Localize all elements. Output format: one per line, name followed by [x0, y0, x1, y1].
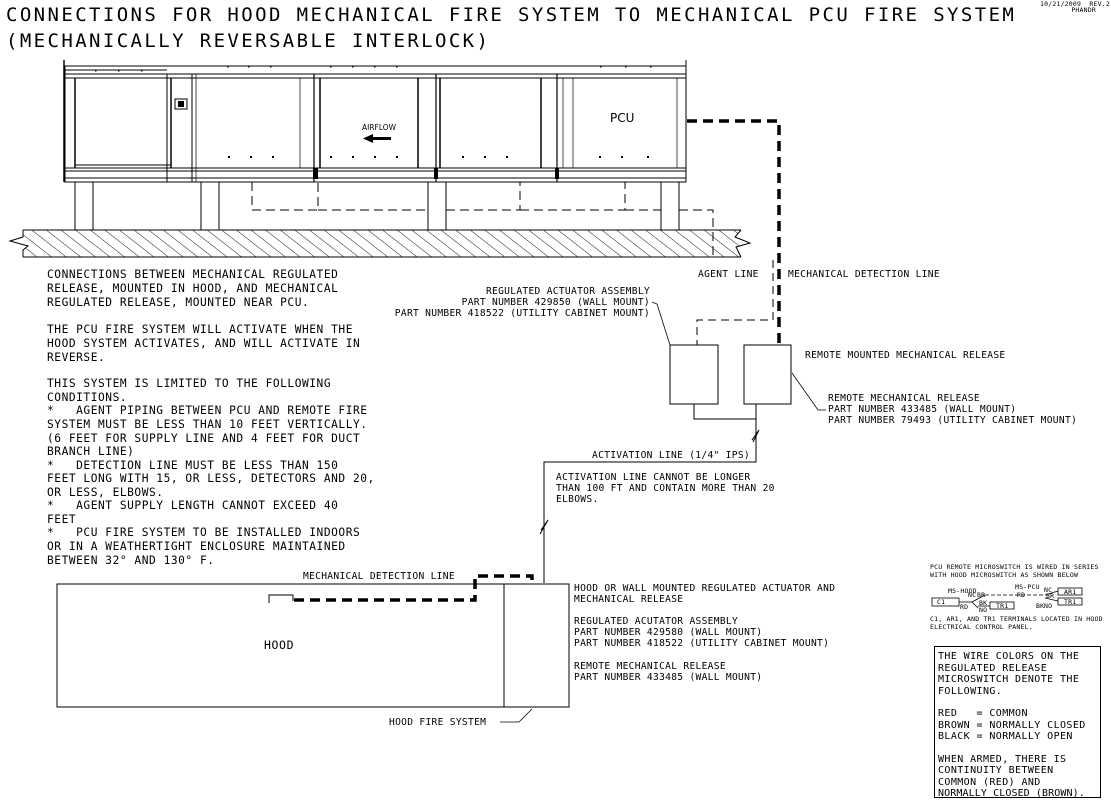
note-line: * AGENT PIPING BETWEEN PCU AND REMOTE FI…	[47, 404, 368, 417]
agent-piping-under-unit	[251, 182, 714, 260]
mechanical-detection-line-hood	[294, 574, 534, 602]
bk-left-label: BK	[979, 599, 988, 607]
callout-line: PART NUMBER 418522 (UTILITY CABINET MOUN…	[394, 308, 650, 319]
hood-fire-system-label: HOOD FIRE SYSTEM	[389, 717, 487, 728]
note-line: * DETECTION LINE MUST BE LESS THAN 150	[47, 459, 339, 472]
callout-line: MECHANICAL RELEASE	[574, 594, 684, 605]
callout-line: REGULATED ACTUATOR ASSEMBLY	[485, 286, 650, 297]
unit-rivets	[95, 66, 652, 158]
airflow-label: AIRFLOW	[362, 123, 397, 132]
wiring-diagram	[931, 587, 1083, 610]
revision-date: 10/21/2009 REV.2	[1040, 0, 1110, 8]
note-line: ACTIVATION LINE CANNOT BE LONGER	[556, 472, 751, 483]
mechanical-detection-line-pcu	[687, 119, 781, 345]
remote-mounted-release-label: REMOTE MOUNTED MECHANICAL RELEASE	[805, 350, 1006, 361]
regulated-actuator-assembly-box	[669, 344, 719, 405]
leader-lines	[500, 301, 826, 723]
callout-line: REMOTE MECHANICAL RELEASE	[828, 393, 980, 404]
access-panel-label-icon	[174, 98, 188, 110]
ms-pcu-label: MS-PCU	[1015, 583, 1040, 591]
note-line: BETWEEN 32° AND 130° F.	[47, 554, 215, 567]
wire-colors-box: THE WIRE COLORS ON THE REGULATED RELEASE…	[934, 646, 1101, 799]
callout-line: PART NUMBER 79493 (UTILITY CABINET MOUNT…	[828, 415, 1078, 426]
hood-detector	[268, 594, 294, 603]
hood-outline	[56, 583, 570, 708]
wiring-footer-line: ELECTRICAL CONTROL PANEL.	[930, 623, 1033, 631]
note-line: FEET LONG WITH 15, OR LESS, DETECTORS AN…	[47, 472, 375, 485]
mechanical-detection-line-label: MECHANICAL DETECTION LINE	[788, 269, 940, 280]
wire-colors-line: FOLLOWING.	[938, 685, 1003, 697]
wiring-intro-line: WITH HOOD MICROSWITCH AS SHOWN BELOW	[930, 571, 1079, 579]
activation-line-label: ACTIVATION LINE (1/4" IPS)	[592, 450, 750, 461]
unit-supports	[74, 182, 680, 230]
wire-color-black: BLACK = NORMALLY OPEN	[938, 731, 1073, 742]
remote-mechanical-release-box	[743, 344, 792, 405]
wiring-intro-line: PCU REMOTE MICROSWITCH IS WIRED IN SERIE…	[930, 563, 1099, 571]
wire-colors-line: THE WIRE COLORS ON THE	[938, 651, 1080, 662]
wire-colors-line: REGULATED RELEASE	[938, 662, 1048, 674]
note-line: HOOD SYSTEM ACTIVATES, AND WILL ACTIVATE…	[47, 337, 361, 350]
tr1-terminal-left: TR1	[996, 602, 1009, 610]
armed-line: COMMON (RED) AND	[938, 776, 1041, 788]
activation-line	[539, 404, 760, 583]
rd-left-label: RD	[960, 603, 969, 611]
note-line: FEET	[47, 513, 77, 526]
agent-line-label: AGENT LINE	[698, 269, 759, 280]
note-line: * AGENT SUPPLY LENGTH CANNOT EXCEED 40	[47, 499, 339, 512]
note-line: * PCU FIRE SYSTEM TO BE INSTALLED INDOOR…	[47, 526, 361, 539]
note-line: CONDITIONS.	[47, 391, 128, 404]
no-left-label: NO	[979, 606, 988, 614]
airflow-arrow-icon	[363, 134, 391, 143]
note-line: SYSTEM MUST BE LESS THAN 10 FEET VERTICA…	[47, 418, 368, 431]
agent-line	[696, 260, 774, 345]
callout-line: PART NUMBER 429850 (WALL MOUNT)	[461, 297, 650, 308]
floor-slab	[8, 229, 752, 258]
nc-left-label: NC	[968, 591, 977, 599]
note-line: OR LESS, ELBOWS.	[47, 486, 164, 499]
bk-right-label: BK	[1036, 602, 1045, 610]
drawing-title: CONNECTIONS FOR HOOD MECHANICAL FIRE SYS…	[6, 4, 1017, 26]
armed-line: NORMALLY CLOSED (BROWN).	[938, 788, 1085, 799]
pcu-unit	[63, 60, 687, 183]
wire-color-red: RED = COMMON	[938, 708, 1028, 719]
callout-line: PART NUMBER 429580 (WALL MOUNT)	[574, 627, 763, 638]
callout-line: REMOTE MECHANICAL RELEASE	[574, 661, 726, 672]
armed-line: CONTINUITY BETWEEN	[938, 765, 1054, 776]
callout-line: PART NUMBER 433485 (WALL MOUNT)	[574, 672, 763, 683]
nc-right-label: NC	[1044, 586, 1053, 594]
note-line: REVERSE.	[47, 351, 106, 364]
callout-line: HOOD OR WALL MOUNTED REGULATED ACTUATOR …	[574, 583, 836, 594]
ms-hood-label: MS-HOOD	[948, 587, 977, 595]
hood-label: HOOD	[264, 638, 295, 652]
br-right-label: BR	[1046, 592, 1055, 600]
ar1-terminal: AR1	[1064, 588, 1077, 596]
note-line: BRANCH LINE)	[47, 445, 135, 458]
wire-color-brown: BROWN = NORMALLY CLOSED	[938, 719, 1086, 731]
note-line: THAN 100 FT AND CONTAIN MORE THAN 20	[556, 483, 775, 494]
hood-detection-line-label: MECHANICAL DETECTION LINE	[303, 571, 455, 582]
note-line: REGULATED RELEASE, MOUNTED NEAR PCU.	[47, 296, 310, 309]
tr1-terminal-right: TR1	[1064, 598, 1077, 606]
note-line: THE PCU FIRE SYSTEM WILL ACTIVATE WHEN T…	[47, 323, 353, 336]
c1-terminal: C1	[937, 598, 946, 606]
callout-line: PART NUMBER 418522 (UTILITY CABINET MOUN…	[574, 638, 830, 649]
revision-author: PHANDR	[1071, 6, 1096, 14]
wire-colors-line: MICROSWITCH DENOTE THE	[938, 674, 1080, 685]
note-line: (6 FEET FOR SUPPLY LINE AND 4 FEET FOR D…	[47, 432, 361, 445]
note-line: RELEASE, MOUNTED IN HOOD, AND MECHANICAL	[47, 282, 339, 295]
pcu-label: PCU	[610, 111, 635, 125]
callout-line: REGULATED ACUTATOR ASSEMBLY	[574, 616, 739, 627]
callout-line: PART NUMBER 433485 (WALL MOUNT)	[828, 404, 1017, 415]
note-line: OR IN A WEATHERTIGHT ENCLOSURE MAINTAINE…	[47, 540, 346, 553]
armed-line: WHEN ARMED, THERE IS	[938, 753, 1067, 765]
wiring-footer-line: C1, AR1, AND TR1 TERMINALS LOCATED IN HO…	[930, 615, 1103, 623]
note-line: CONNECTIONS BETWEEN MECHANICAL REGULATED	[47, 268, 339, 281]
rd-right-label: RD	[1017, 591, 1026, 599]
note-line: ELBOWS.	[556, 494, 599, 505]
br-left-label: BR	[977, 591, 986, 599]
note-line: THIS SYSTEM IS LIMITED TO THE FOLLOWING	[47, 377, 332, 390]
no-right-label: NO	[1044, 602, 1053, 610]
drawing-subtitle: (MECHANICALLY REVERSABLE INTERLOCK)	[6, 30, 491, 52]
